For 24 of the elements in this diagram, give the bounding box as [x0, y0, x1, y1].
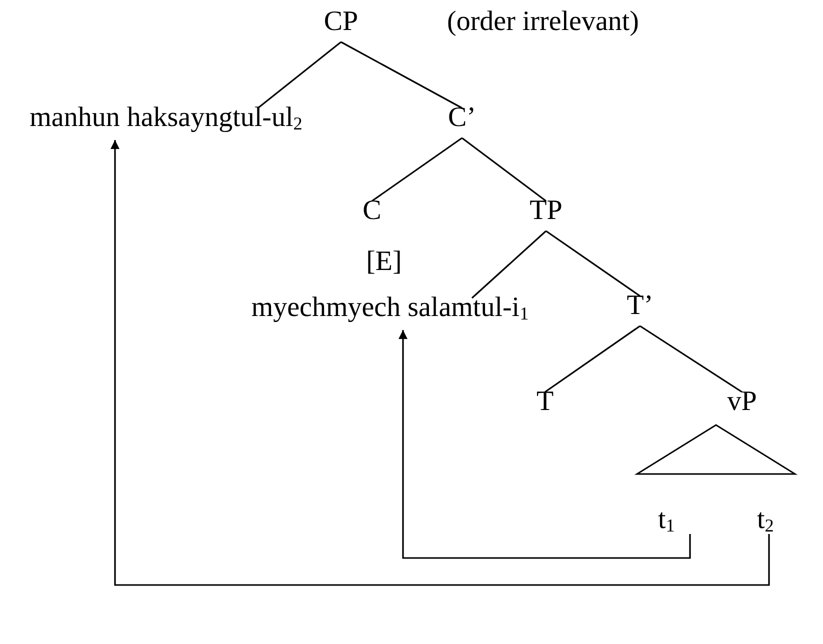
tree-branch — [372, 137, 462, 202]
movement-arrow — [398, 330, 691, 559]
triangle-shape — [637, 425, 795, 474]
tree-node-label: C’ — [448, 104, 476, 132]
tree-node-label: t$_{1}$ — [658, 506, 692, 534]
tree-node-label: TP — [530, 197, 562, 225]
tree-branch — [471, 230, 547, 299]
tree-branch — [258, 41, 342, 109]
movement-arrow — [110, 140, 770, 586]
feature-label: [E] — [366, 248, 402, 276]
tree-branch — [462, 137, 546, 202]
note-text: (order irrelevant) — [447, 8, 639, 36]
tree-node-label: t$_{2}$ — [757, 506, 771, 534]
tree-node-label: vP — [727, 388, 757, 416]
tree-branch — [640, 325, 742, 393]
tree-node-label: manhun haksayngtul-ul$_{2}$ — [30, 104, 302, 132]
tree-node-label: C — [362, 197, 382, 225]
tree-branch — [546, 230, 640, 297]
tree-branch — [340, 41, 462, 109]
tree-node-label: myechmyech salamtul-i$_{1}$ — [251, 294, 529, 322]
tree-node-label: T’ — [626, 292, 654, 320]
tree-node-label: CP — [324, 8, 358, 36]
tree-branch — [544, 325, 640, 393]
tree-node-label: T — [536, 388, 554, 416]
